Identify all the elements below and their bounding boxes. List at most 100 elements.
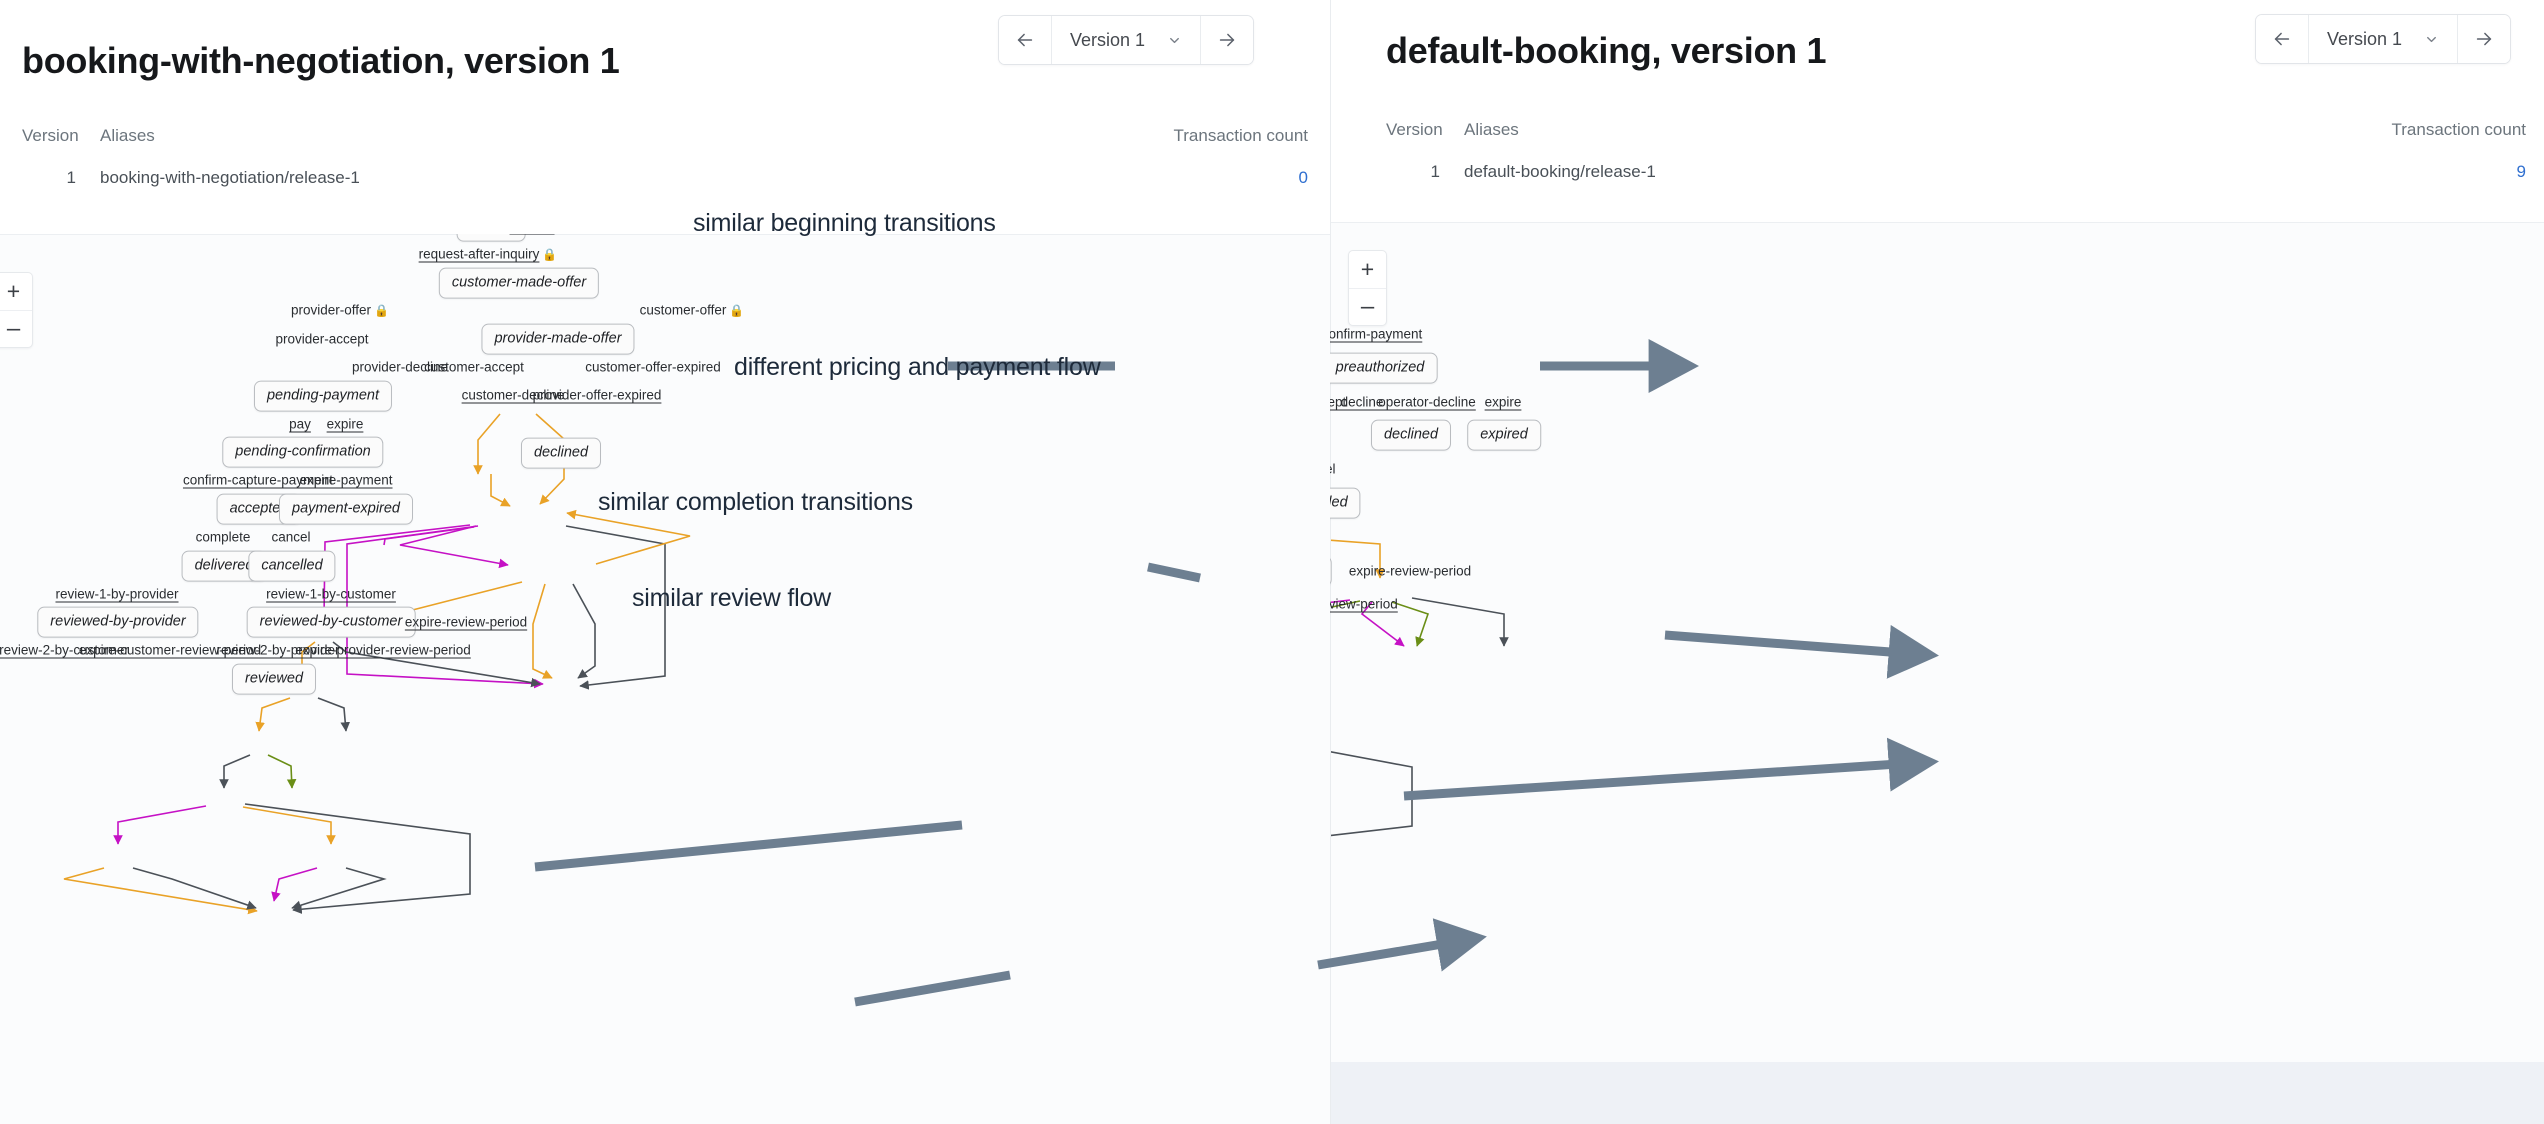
transition-label-complete: complete — [195, 529, 251, 545]
column-header-version: Version — [22, 126, 79, 145]
arrow-left-icon — [2271, 28, 2293, 50]
canvas-divider — [0, 234, 1330, 235]
transition-label-operator-accept[interactable]: operator-accept — [1330, 394, 1347, 410]
transition-label-expire-provider-review-period[interactable]: expire-provider-review-period — [295, 642, 471, 658]
next-version-button[interactable] — [2458, 15, 2511, 63]
transition-label-expire-provider-review-period[interactable]: expire-provider-review-period — [1330, 596, 1398, 612]
state-node-preauthorized[interactable]: preauthorized — [1330, 352, 1438, 384]
state-node-expired[interactable]: expired — [1467, 419, 1541, 451]
transition-label-cancel: cancel — [1330, 461, 1336, 477]
transition-label-provider-offer-expired[interactable]: provider-offer-expired — [532, 387, 662, 403]
version-selector[interactable]: Version 1 — [2255, 14, 2512, 64]
transition-label-operator-decline[interactable]: operator-decline — [1378, 394, 1476, 410]
right-graph-edges — [1330, 539, 1509, 837]
arrow-right-icon — [2473, 28, 2495, 50]
cell-version: 1 — [66, 168, 76, 187]
annotation-completion: similar completion transitions — [598, 488, 913, 516]
state-node-pending-payment[interactable]: pending-payment — [253, 380, 393, 412]
column-header-version: Version — [1386, 120, 1443, 139]
transition-label-provider-accept: provider-accept — [275, 331, 369, 347]
column-header-transaction-count: Transaction count — [1173, 126, 1309, 145]
transition-label-confirm-capture-payment[interactable]: confirm-capture-payment — [182, 472, 334, 488]
transition-label-decline[interactable]: decline — [1340, 394, 1384, 410]
state-node-declined[interactable]: declined — [520, 437, 602, 469]
state-node-reviewed-by-customer[interactable]: reviewed-by-customer — [1330, 555, 1332, 587]
transition-label-provider-decline: provider-decline — [351, 359, 449, 375]
chevron-down-icon — [2424, 32, 2439, 47]
state-node-cancelled[interactable]: cancelled — [1330, 487, 1361, 519]
canvas-footer-strip — [1330, 1062, 2544, 1124]
left-panel-header: booking-with-negotiation, version 1 Vers… — [0, 0, 1330, 234]
chevron-down-icon — [1167, 33, 1182, 48]
left-graph-edges — [63, 413, 691, 915]
transition-label-expire[interactable]: expire — [326, 416, 364, 432]
transition-label-expire-review-period[interactable]: expire-review-period — [404, 614, 528, 630]
cell-alias: booking-with-negotiation/release-1 — [100, 168, 360, 187]
table-row: 1 default-booking/release-1 9 — [1386, 162, 2526, 182]
lock-icon: 🔒 — [542, 247, 558, 262]
right-state-machine-panel: default-booking, version 1 Version 1 — [1330, 0, 2544, 1124]
version-dropdown[interactable]: Version 1 — [2308, 15, 2459, 63]
state-node-reviewed-by-customer[interactable]: reviewed-by-customer — [246, 606, 416, 638]
transition-label-review-1-by-customer[interactable]: review-1-by-customer — [266, 586, 396, 602]
zoom-controls[interactable]: + – — [0, 272, 33, 348]
transition-label-confirm-payment[interactable]: confirm-payment — [1330, 326, 1423, 342]
left-graph-canvas[interactable]: + – — [0, 234, 1330, 1124]
left-state-machine-panel: booking-with-negotiation, version 1 Vers… — [0, 0, 1330, 1124]
transition-label-pay[interactable]: pay — [289, 416, 311, 432]
cell-transaction-count[interactable]: 9 — [2517, 162, 2526, 182]
version-meta-table: Version Aliases Transaction count 1 defa… — [1386, 120, 2526, 182]
version-dropdown-label: Version 1 — [2327, 28, 2403, 49]
zoom-out-button[interactable]: – — [0, 310, 32, 347]
page-title: default-booking, version 1 — [1386, 30, 1827, 72]
column-header-aliases: Aliases — [1464, 120, 1519, 139]
zoom-controls[interactable]: + – — [1348, 250, 1387, 326]
zoom-in-button[interactable]: + — [6, 278, 21, 304]
table-row: 1 booking-with-negotiation/release-1 0 — [22, 168, 1308, 188]
version-selector[interactable]: Version 1 — [998, 15, 1255, 65]
column-header-aliases: Aliases — [100, 126, 155, 145]
state-node-inquiry[interactable]: inquiry — [456, 234, 526, 242]
previous-version-button[interactable] — [2256, 15, 2308, 63]
right-graph-canvas[interactable]: + – — [1330, 222, 2544, 1062]
next-version-button[interactable] — [1201, 16, 1254, 64]
state-node-declined[interactable]: declined — [1370, 419, 1452, 451]
state-node-cancelled[interactable]: cancelled — [248, 550, 336, 582]
transition-label-expire[interactable]: expire — [1484, 394, 1522, 410]
zoom-in-button[interactable]: + — [1360, 256, 1375, 282]
left-state-graph: initialinquirycustomer-made-offerprovide… — [0, 234, 1330, 1124]
version-dropdown[interactable]: Version 1 — [1051, 16, 1202, 64]
transition-label-customer-decline[interactable]: customer-decline — [461, 387, 565, 403]
transition-label-customer-offer-expired: customer-offer-expired — [585, 359, 721, 375]
previous-version-button[interactable] — [999, 16, 1051, 64]
transition-label-cancel: cancel — [271, 529, 311, 545]
state-node-reviewed[interactable]: reviewed — [231, 663, 317, 695]
state-node-reviewed-by-provider[interactable]: reviewed-by-provider — [37, 606, 199, 638]
transition-label-expire-customer-review-period[interactable]: expire-customer-review-period — [78, 642, 262, 658]
state-node-provider-made-offer[interactable]: provider-made-offer — [481, 323, 635, 355]
state-node-customer-made-offer[interactable]: customer-made-offer — [438, 267, 600, 299]
zoom-out-button[interactable]: – — [1349, 288, 1386, 325]
transition-label-customer-offer: customer-offer🔒 — [639, 302, 745, 318]
transaction-count-link[interactable]: 0 — [1298, 168, 1308, 187]
transition-label-customer-accept: customer-accept — [424, 359, 524, 375]
lock-icon: 🔒 — [729, 303, 745, 318]
canvas-divider — [1330, 222, 2544, 223]
version-meta-table: Version Aliases Transaction count 1 book… — [22, 126, 1308, 188]
column-header-transaction-count: Transaction count — [2391, 120, 2527, 139]
transition-label-expire-review-period: expire-review-period — [1348, 563, 1472, 579]
transition-label-provider-offer: provider-offer🔒 — [291, 302, 389, 318]
cell-transaction-count[interactable]: 0 — [1299, 168, 1308, 188]
transition-label-review-2-by-provider[interactable]: review-2-by-provider — [216, 642, 340, 658]
state-node-pending-confirmation[interactable]: pending-confirmation — [222, 436, 384, 468]
transition-label-review-2-by-customer[interactable]: review-2-by-customer — [0, 642, 129, 658]
transition-label-review-1-by-provider[interactable]: review-1-by-provider — [55, 586, 179, 602]
table-header-row: Version Aliases Transaction count — [1386, 120, 2526, 140]
transaction-count-link[interactable]: 9 — [2516, 162, 2526, 181]
annotation-beginning: similar beginning transitions — [693, 209, 996, 237]
arrow-right-icon — [1216, 29, 1238, 51]
transition-label-request-after-inquiry[interactable]: request-after-inquiry🔒 — [418, 246, 558, 262]
transition-label-expire-payment[interactable]: expire-payment — [299, 472, 393, 488]
state-node-payment-expired[interactable]: payment-expired — [279, 493, 413, 525]
